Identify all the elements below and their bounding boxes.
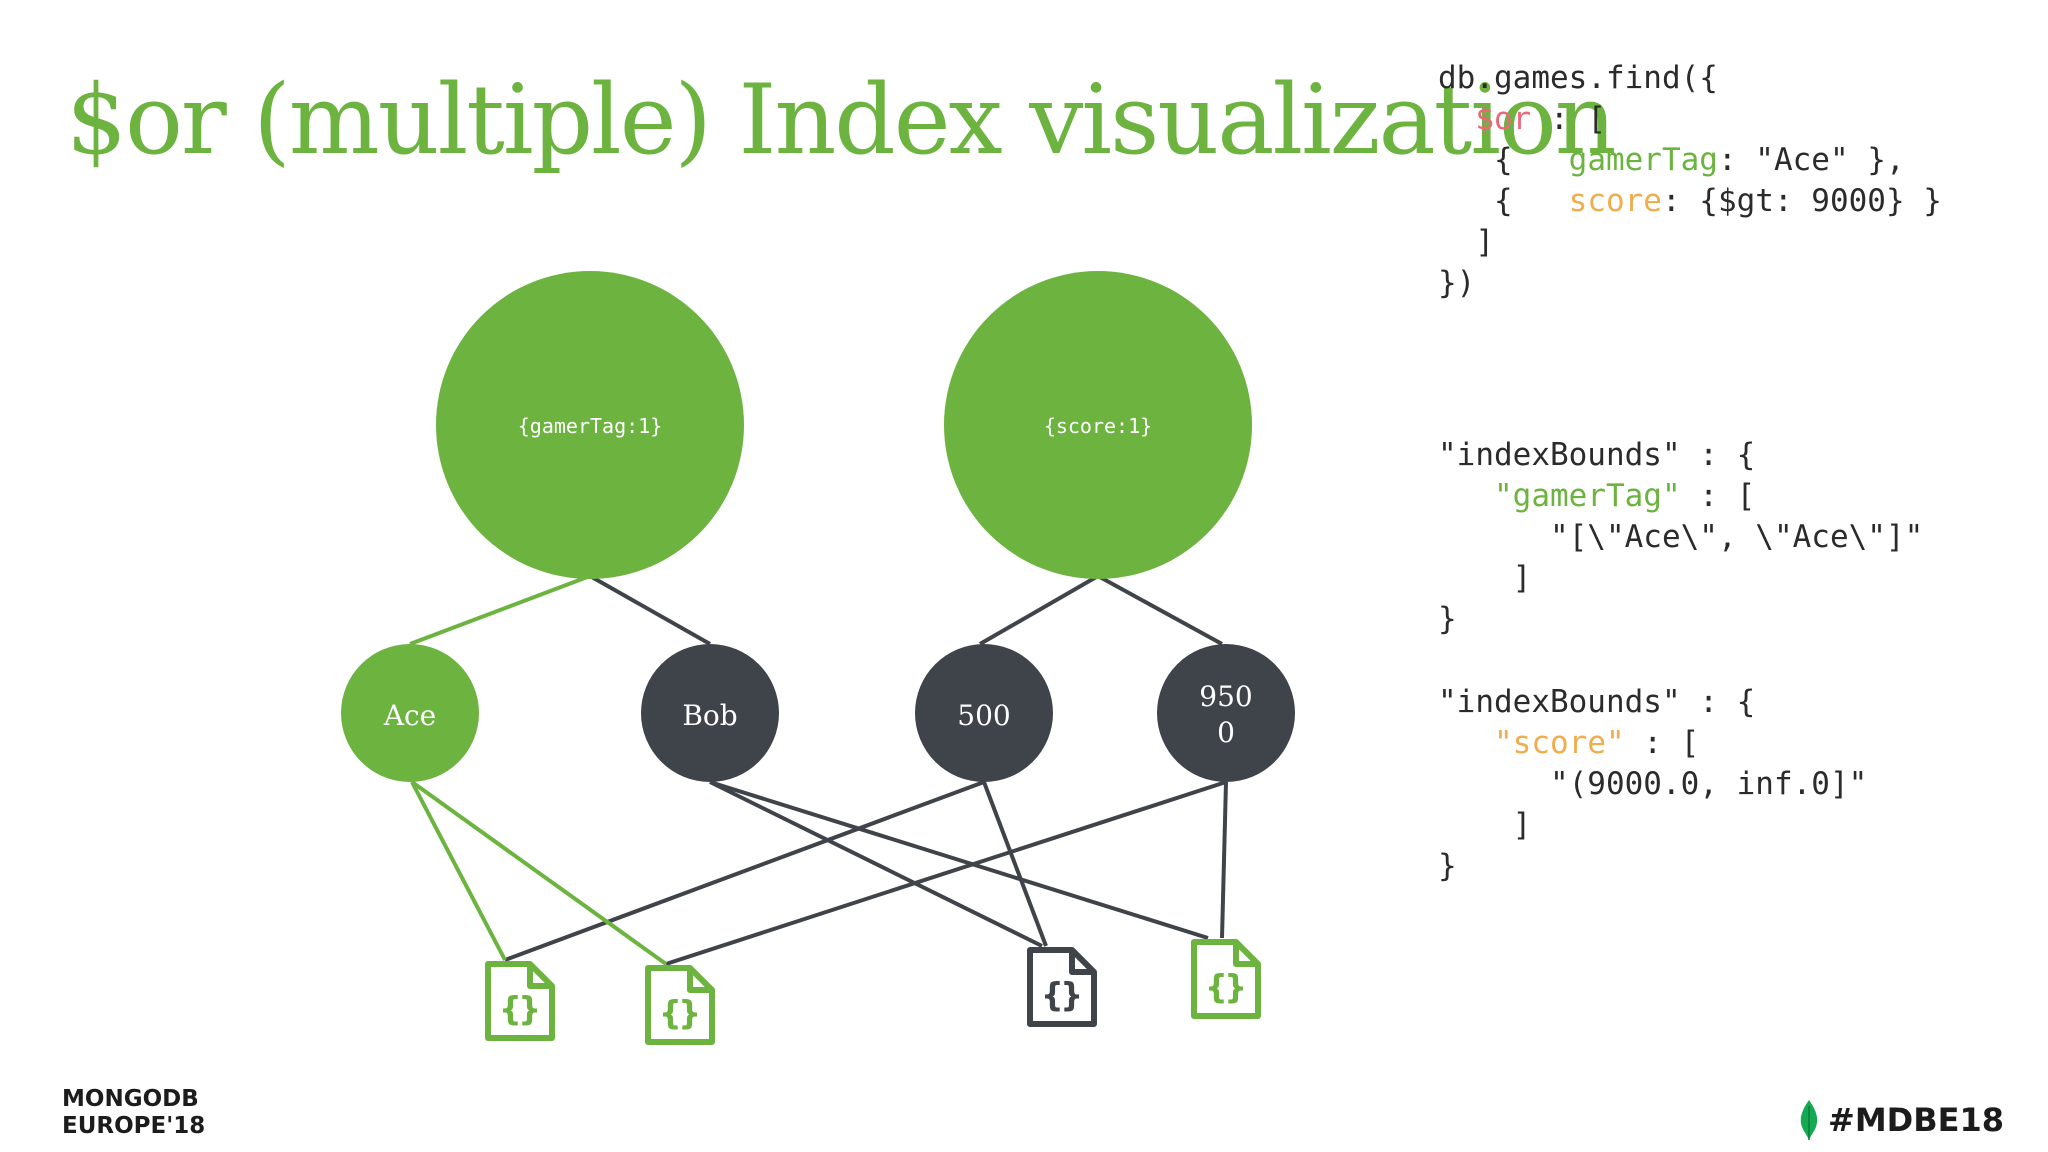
code-line: { gamerTag: "Ace" },: [1438, 142, 1905, 178]
edge-bob-doc3: [709, 780, 1043, 948]
document-icon: [1030, 950, 1094, 1024]
code-line: }: [1438, 601, 1457, 637]
document-icon: [648, 968, 712, 1042]
bounds-key: "gamerTag": [1494, 478, 1681, 514]
document-icon: [488, 964, 552, 1038]
edge-ace-doc2: [410, 780, 668, 966]
hashtag-text: #MDBE18: [1828, 1101, 2004, 1139]
index-node-score: {score:1}: [944, 271, 1252, 579]
code-line: }: [1438, 848, 1457, 884]
edge-9500-doc2: [665, 780, 1227, 966]
bounds-key: "score": [1494, 725, 1625, 761]
slide-title: $or (multiple) Index visualization: [66, 64, 1617, 176]
key-node-ace: Ace: [341, 644, 479, 782]
score-key: score: [1568, 183, 1662, 219]
edge-500-doc3: [982, 781, 1048, 947]
brand-line: EUROPE'18: [62, 1113, 206, 1139]
code-line: { score: {$gt: 9000} }: [1438, 183, 1942, 219]
score-index-bounds: "indexBounds" : { "score" : [ "(9000.0, …: [1438, 682, 1867, 887]
code-line: ]: [1438, 224, 1494, 260]
gamertag-index-bounds: "indexBounds" : { "gamerTag" : [ "[\"Ace…: [1438, 435, 1923, 640]
edge-score-500: [979, 574, 1099, 646]
index-label: {gamerTag:1}: [518, 414, 663, 438]
edge-gamertag-ace: [409, 574, 591, 646]
edge-ace-doc1: [410, 781, 507, 961]
edge-9500-doc4: [1220, 781, 1228, 939]
index-label: {score:1}: [1044, 414, 1152, 438]
index-node-gamertag: {gamerTag:1}: [436, 271, 744, 579]
edge-500-doc1: [504, 780, 985, 962]
key-label: 0: [1217, 716, 1235, 749]
code-line: }): [1438, 265, 1476, 301]
code-line: "score" : [: [1494, 725, 1700, 761]
bounds-value: "(9000.0, inf.0]": [1549, 766, 1868, 802]
code-line: "indexBounds" : {: [1438, 684, 1756, 720]
code-line: db.games.find({: [1438, 60, 1718, 96]
query-code: db.games.find({ $or : [ { gamerTag: "Ace…: [1438, 58, 1942, 304]
document-icon: [1194, 942, 1258, 1016]
code-line: "indexBounds" : {: [1438, 437, 1756, 473]
code-line: ]: [1475, 560, 1532, 596]
mongodb-leaf-icon: [1800, 1100, 1818, 1140]
brand-line: MONGODB: [62, 1086, 199, 1112]
code-line: "(9000.0, inf.0]": [1438, 764, 1867, 805]
code-line: ]: [1475, 807, 1532, 843]
bounds-value: "[\"Ace\", \"Ace\"]": [1549, 519, 1924, 555]
key-label: Ace: [383, 699, 436, 732]
key-node-9500: 950 0: [1157, 644, 1295, 782]
edge-bob-doc4: [709, 780, 1209, 940]
code-line: $or : [: [1475, 101, 1606, 137]
event-hashtag: #MDBE18: [1798, 1100, 2004, 1140]
mongodb-europe-logo: MONGODB EUROPE'18: [62, 1086, 205, 1140]
key-label: Bob: [682, 699, 737, 732]
key-label: 950: [1199, 680, 1252, 713]
key-node-bob: Bob: [641, 644, 779, 782]
key-node-500: 500: [915, 644, 1053, 782]
key-label: 500: [957, 699, 1010, 732]
code-line: "[\"Ace\", \"Ace\"]": [1438, 517, 1923, 558]
edge-gamertag-bob: [589, 574, 711, 646]
or-operator: $or: [1475, 101, 1532, 137]
edge-score-9500: [1097, 574, 1223, 646]
gamertag-key: gamerTag: [1568, 142, 1718, 178]
code-line: "gamerTag" : [: [1494, 478, 1756, 514]
